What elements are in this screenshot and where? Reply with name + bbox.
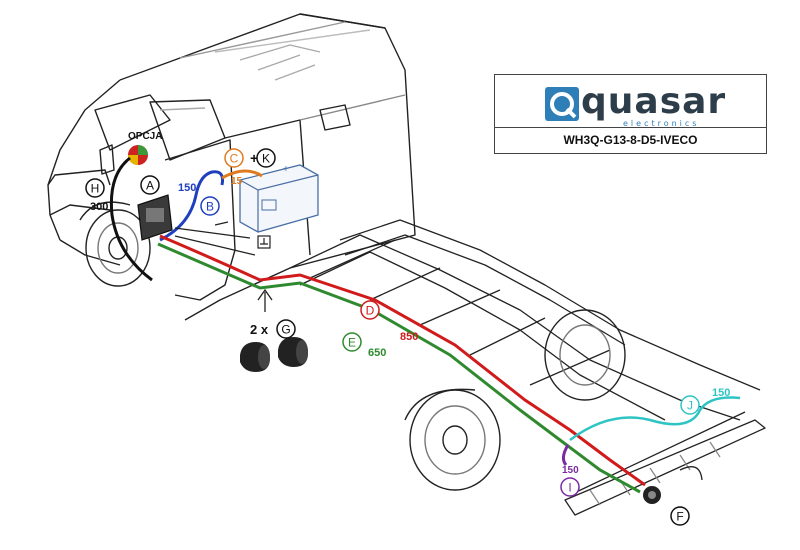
callout-i: I	[560, 477, 580, 497]
callout-k-label: K	[262, 152, 270, 166]
callout-e-label: E	[348, 336, 356, 350]
quasar-logo-icon	[545, 87, 579, 121]
callout-c: C	[224, 148, 244, 168]
callout-h: H	[85, 178, 105, 198]
callout-d-label: D	[366, 304, 375, 318]
plus-sign: +	[250, 150, 258, 166]
wire-i	[561, 444, 570, 466]
grommet-qty: 2 x	[250, 322, 269, 337]
callout-b-label: B	[206, 200, 214, 214]
arrow-up-icon	[257, 288, 273, 312]
wire-battery-lead	[174, 227, 256, 256]
callout-g-label: G	[281, 323, 290, 337]
callout-a-label: A	[146, 179, 154, 193]
rear-wheel-left	[404, 388, 501, 491]
ground-symbol-icon	[257, 235, 271, 249]
wire-j	[569, 396, 741, 442]
callout-d: D	[360, 300, 380, 320]
length-i: 150	[562, 465, 579, 476]
callout-c-label: C	[230, 152, 239, 166]
rear-wheel-right	[544, 309, 626, 401]
callout-h-label: H	[91, 182, 100, 196]
callout-j: J	[680, 395, 700, 415]
length-j: 150	[712, 387, 730, 399]
callout-j-label: J	[687, 399, 693, 413]
callout-f: F	[670, 506, 690, 526]
length-h: 300	[90, 201, 108, 213]
length-c: 15	[231, 176, 243, 187]
callout-a: A	[140, 175, 160, 195]
opcja-label: OPCJA	[128, 131, 162, 142]
optional-switch-icon	[128, 145, 148, 165]
brand-subtitle: electronics	[623, 119, 700, 128]
chassis-frame	[289, 219, 766, 516]
callout-b: B	[200, 196, 220, 216]
length-d: 850	[400, 331, 418, 343]
grommet-icon	[240, 337, 308, 372]
callout-g: G	[276, 319, 296, 339]
battery: +	[239, 164, 319, 233]
part-code: WH3Q-G13-8-D5-IVECO	[563, 133, 698, 147]
wire-c	[221, 169, 263, 180]
length-e: 650	[368, 347, 386, 359]
callout-f-label: F	[676, 510, 683, 524]
callout-i-label: I	[568, 481, 571, 495]
wire-h	[109, 156, 153, 282]
wire-e	[157, 242, 641, 494]
callout-k: K	[256, 148, 276, 168]
wire-d	[159, 234, 646, 487]
trailer-socket-icon	[643, 466, 703, 504]
length-b: 150	[178, 182, 196, 194]
control-module	[137, 194, 173, 241]
svg-text:+: +	[283, 164, 289, 175]
callout-e: E	[342, 332, 362, 352]
wire-b	[159, 170, 224, 242]
brand-name: quasar	[581, 81, 727, 122]
title-divider	[495, 127, 766, 128]
title-block: quasar electronics WH3Q-G13-8-D5-IVECO	[494, 74, 767, 154]
front-wheel	[79, 201, 151, 287]
